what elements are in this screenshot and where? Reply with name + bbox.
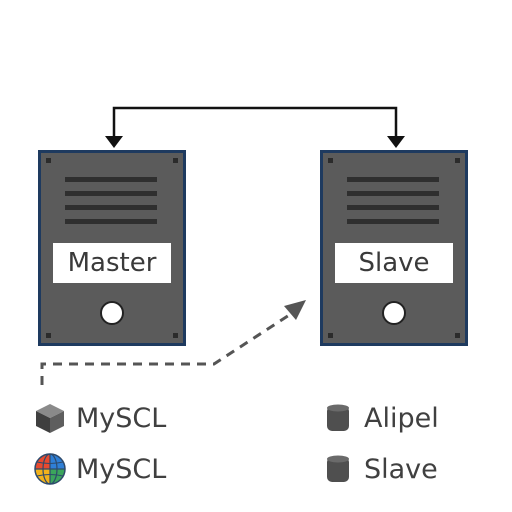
legend-item-alipel: Alipel [320,400,439,436]
legend-label: MySCL [76,453,167,485]
screw-icon [173,158,178,163]
power-button-icon [382,301,406,325]
screw-icon [46,333,51,338]
slave-arrowhead-icon [387,136,405,148]
screw-icon [173,333,178,338]
screw-icon [328,333,333,338]
vent-line [347,191,439,196]
screw-icon [46,158,51,163]
legend-item-mysql-globe: MySCL [32,451,166,487]
vent-line [347,177,439,182]
legend-item-slave: Slave [320,451,438,487]
vent-line [65,219,157,224]
master-server: Master [38,150,186,346]
database-icon [320,451,356,487]
slave-server: Slave [320,150,468,346]
slave-label: Slave [335,243,453,283]
vent-line [65,191,157,196]
database-icon [320,400,356,436]
dashed-sync-arrow [40,306,301,385]
cube-icon [32,400,68,436]
vent-line [347,205,439,210]
vent-line [347,219,439,224]
screw-icon [455,333,460,338]
power-button-icon [100,301,124,325]
legend-label: Slave [364,453,438,485]
screw-icon [328,158,333,163]
master-arrowhead-icon [105,136,123,148]
legend-item-mysql-cube: MySCL [32,400,166,436]
dashed-arrowhead-icon [284,300,306,320]
legend-label: Alipel [364,402,439,434]
vent-line [65,177,157,182]
screw-icon [455,158,460,163]
vent-line [65,205,157,210]
legend-label: MySCL [76,402,167,434]
replication-link-arrow [112,106,398,140]
globe-icon [32,451,68,487]
master-label: Master [53,243,171,283]
